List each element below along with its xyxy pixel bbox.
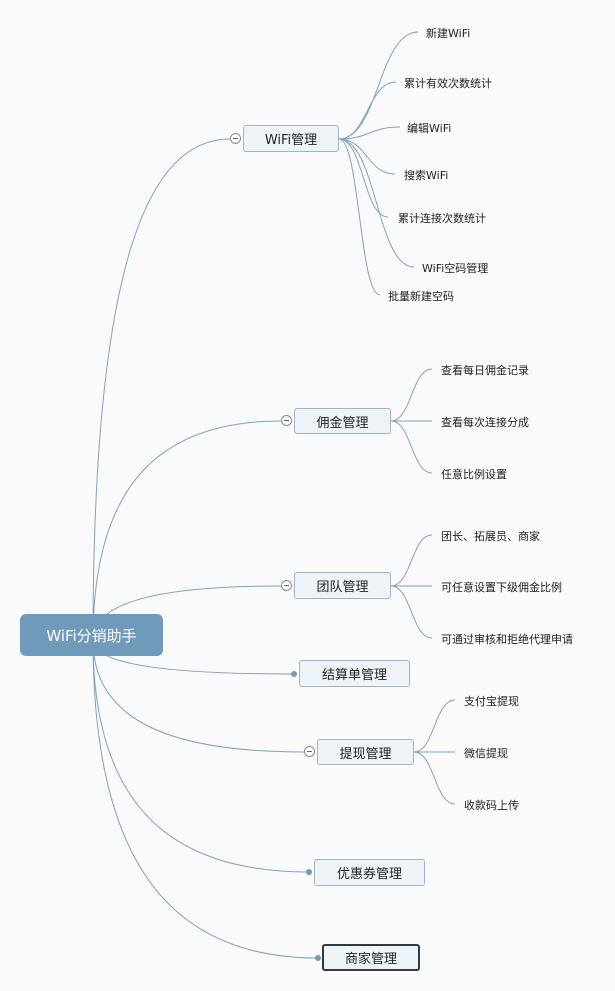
topic-label: 结算单管理 — [321, 668, 387, 683]
topic-merchant-management[interactable]: 商家管理 — [322, 944, 420, 971]
topic-subtopic-link — [413, 699, 456, 753]
subtopic[interactable]: 搜索WiFi — [404, 169, 449, 182]
connector-dot-icon — [291, 671, 297, 677]
subtopic[interactable]: 团长、拓展员、商家 — [441, 530, 540, 543]
root-topic-link — [92, 420, 282, 641]
subtopic[interactable]: 可通过审核和拒绝代理申请 — [441, 633, 573, 646]
root-topic-link — [92, 138, 231, 641]
root-label: WiFi分销助手 — [46, 626, 137, 645]
subtopic[interactable]: 查看每日佣金记录 — [441, 364, 529, 377]
collapse-toggle-icon[interactable] — [304, 746, 315, 757]
topic-subtopic-link — [338, 81, 397, 140]
connector-dot-icon — [315, 955, 321, 961]
collapse-toggle-icon[interactable] — [281, 415, 292, 426]
topic-subtopic-link — [413, 751, 456, 805]
subtopic[interactable]: 微信提现 — [464, 747, 508, 760]
topic-subtopic-link — [390, 368, 433, 422]
root-topic-link — [92, 639, 305, 753]
collapse-toggle-icon[interactable] — [230, 133, 241, 144]
topic-label: WiFi管理 — [264, 133, 318, 148]
topic-subtopic-link — [390, 420, 433, 474]
topic-subtopic-link — [390, 585, 433, 639]
topic-withdrawal-management[interactable]: 提现管理 — [317, 739, 414, 765]
subtopic[interactable]: WiFi空码管理 — [422, 262, 489, 275]
topic-label: 优惠券管理 — [336, 867, 402, 882]
collapse-toggle-icon[interactable] — [281, 580, 292, 591]
topic-subtopic-link — [338, 138, 381, 296]
root-topic-link — [92, 639, 310, 873]
topic-wifi-management[interactable]: WiFi管理 — [243, 125, 339, 152]
subtopic[interactable]: 可任意设置下级佣金比例 — [441, 581, 562, 594]
subtopic[interactable]: 任意比例设置 — [441, 468, 507, 481]
subtopic[interactable]: 支付宝提现 — [464, 695, 519, 708]
subtopic[interactable]: 查看每次连接分成 — [441, 416, 529, 429]
topic-subtopic-link — [390, 534, 433, 587]
subtopic[interactable]: 编辑WiFi — [407, 122, 452, 135]
topic-label: 佣金管理 — [316, 415, 369, 431]
root-topic-link — [92, 639, 319, 959]
topic-coupon-management[interactable]: 优惠券管理 — [314, 859, 425, 886]
connector-dot-icon — [306, 869, 312, 875]
subtopic[interactable]: 批量新建空码 — [388, 290, 454, 303]
root-node[interactable]: WiFi分销助手 — [20, 614, 163, 656]
subtopic[interactable]: 累计有效次数统计 — [404, 77, 492, 90]
subtopic[interactable]: 累计连接次数统计 — [398, 212, 486, 225]
topic-subtopic-link — [338, 126, 401, 140]
topic-team-management[interactable]: 团队管理 — [294, 572, 391, 599]
topic-commission-management[interactable]: 佣金管理 — [294, 408, 391, 434]
topic-subtopic-link — [338, 138, 389, 218]
subtopic[interactable]: 新建WiFi — [426, 27, 471, 40]
topic-subtopic-link — [338, 138, 396, 175]
topic-label: 团队管理 — [316, 580, 369, 595]
topic-label: 提现管理 — [339, 746, 392, 762]
subtopic[interactable]: 收款码上传 — [464, 799, 519, 812]
topic-settlement-management[interactable]: 结算单管理 — [299, 660, 410, 687]
topic-label: 商家管理 — [344, 952, 397, 967]
topic-subtopic-link — [338, 138, 415, 268]
